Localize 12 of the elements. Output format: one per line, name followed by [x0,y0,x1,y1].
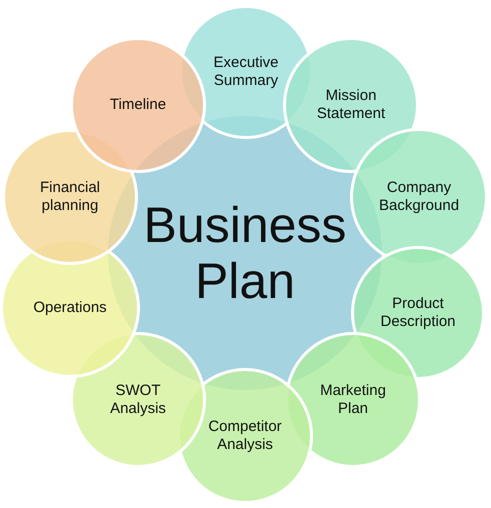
topic-label: Product Description [380,295,456,331]
center-label: Business Plan [144,197,346,309]
topic-label: SWOT Analysis [110,382,166,418]
topic-label: Mission Statement [316,87,386,123]
topic-label: Marketing Plan [320,382,386,418]
topic-circle [70,37,206,173]
topic-label: Executive Summary [213,54,279,90]
topic-label: Competitor Analysis [208,418,282,454]
topic-label: Company Background [378,179,460,215]
topic-label: Financial planning [40,179,100,215]
topic-label: Timeline [110,96,166,114]
topic-label: Operations [33,299,107,317]
